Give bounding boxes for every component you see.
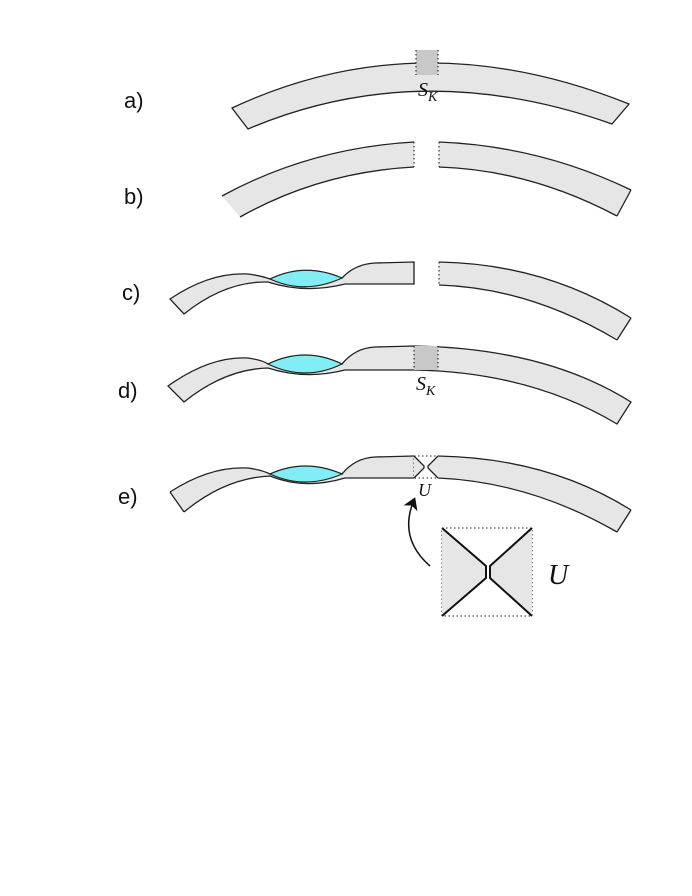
inset-u-left-wedge — [442, 528, 486, 616]
panel-c-right-end — [616, 317, 632, 341]
panel-a-band — [230, 62, 631, 130]
panel-c-right-bottom-edge — [438, 284, 618, 341]
panel-b-label: b) — [124, 184, 144, 209]
panel-c-ribbon — [169, 261, 415, 315]
panel-c: c) — [122, 261, 632, 341]
panel-b-left-top-edge — [221, 141, 415, 197]
panel-c-label: c) — [122, 280, 140, 305]
panel-b-left-bottom-edge — [239, 166, 415, 218]
panel-e-right-end — [616, 509, 632, 533]
inset-u-right-edges — [489, 527, 533, 617]
panel-e-u-left-wedge — [414, 456, 424, 478]
panel-d-sk-label: SK — [416, 373, 436, 399]
panel-c-right-band — [439, 262, 631, 340]
panel-b-right-band — [439, 142, 631, 216]
panel-e-bubble — [268, 465, 344, 483]
panel-e-left-ribbon — [170, 456, 414, 512]
panel-e-label: e) — [118, 484, 138, 509]
panel-e-left-end — [169, 491, 185, 513]
panel-d-label: d) — [118, 378, 138, 403]
panel-c-right-top-edge — [438, 261, 632, 319]
panel-e-u-label: U — [418, 480, 432, 500]
panel-e-u-right-wedge — [428, 456, 438, 478]
panel-e-right-top-edge — [437, 455, 632, 511]
panel-a: a) SK — [124, 50, 631, 130]
panel-e-left-bottom-edge — [183, 475, 414, 513]
panel-d: d) SK — [118, 345, 632, 425]
inset-u-right-wedge — [490, 528, 532, 616]
inset-u: U — [441, 527, 570, 617]
panel-c-bubble — [268, 269, 344, 288]
panel-d-bubble — [266, 354, 344, 374]
panel-b-right-bottom-edge — [438, 166, 618, 217]
inset-arrow — [403, 497, 431, 567]
panel-a-label: a) — [124, 88, 144, 113]
panel-b: b) — [124, 141, 632, 218]
inset-u-label: U — [548, 560, 570, 591]
panel-a-sk-patch — [416, 50, 438, 75]
panel-b-right-end — [616, 189, 632, 217]
panel-b-left-band — [222, 142, 414, 217]
panel-d-band — [166, 345, 632, 425]
panel-e-right-bottom-edge — [437, 477, 618, 533]
panel-e-right-band — [438, 456, 631, 532]
panel-d-sk-patch — [414, 346, 438, 370]
panel-e-u-left-edges — [413, 455, 425, 479]
panel-b-right-top-edge — [438, 141, 632, 191]
inset-u-left-edges — [441, 527, 487, 617]
panel-a-sk-label: SK — [418, 79, 438, 105]
panel-e: e) U — [118, 455, 632, 567]
panel-e-u-right-edges — [427, 455, 439, 479]
